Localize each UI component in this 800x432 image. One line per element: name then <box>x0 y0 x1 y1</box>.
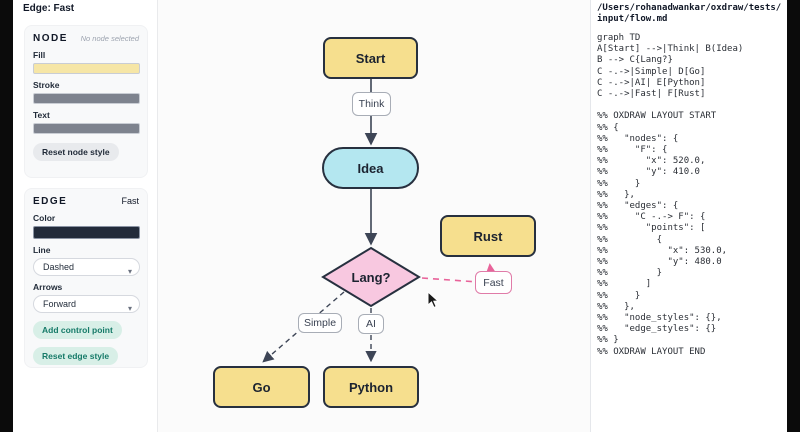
selected-edge-status: Edge: Fast <box>23 3 75 14</box>
add-control-point-button[interactable]: Add control point <box>33 321 122 339</box>
node-python[interactable]: Python <box>323 366 419 408</box>
reset-node-style-button[interactable]: Reset node style <box>33 143 119 161</box>
arrows-value: Forward <box>43 299 77 309</box>
node-panel-title: NODE <box>33 33 68 44</box>
edge-label-ai[interactable]: AI <box>358 314 384 334</box>
stroke-label: Stroke <box>33 80 60 90</box>
diagram-canvas[interactable]: Start Idea Lang? Rust Go Python Think Si… <box>158 0 590 432</box>
edge-label-think[interactable]: Think <box>352 92 391 116</box>
line-style-select[interactable]: Dashed ▾ <box>33 258 140 276</box>
edge-panel-badge: Fast <box>121 196 139 206</box>
arrows-label: Arrows <box>33 282 63 292</box>
chevron-down-icon: ▾ <box>127 304 132 313</box>
node-style-panel: NODE No node selected Fill Stroke Text R… <box>24 25 148 178</box>
node-label: Idea <box>357 160 384 176</box>
node-go[interactable]: Go <box>213 366 310 408</box>
node-rust[interactable]: Rust <box>440 215 536 257</box>
arrows-select[interactable]: Forward ▾ <box>33 295 140 313</box>
node-label: Go <box>252 379 271 395</box>
reset-edge-style-button[interactable]: Reset edge style <box>33 347 119 365</box>
diamond-shape <box>321 246 421 308</box>
letterbox-right <box>787 0 800 432</box>
edge-panel-title: EDGE <box>33 196 68 207</box>
mermaid-source-code: graph TD A[Start] -->|Think| B(Idea) B -… <box>597 33 744 357</box>
line-style-value: Dashed <box>43 262 75 272</box>
node-lang[interactable]: Lang? <box>321 246 421 308</box>
edge-label-text: Think <box>358 98 385 110</box>
edge-color-label: Color <box>33 213 56 223</box>
edge-label-fast-selected[interactable]: Fast <box>475 271 512 294</box>
source-code-panel[interactable]: /Users/rohanadwankar/oxdraw/tests/input/… <box>590 0 787 432</box>
fill-color-swatch[interactable] <box>33 63 140 74</box>
mouse-cursor-icon <box>427 291 440 309</box>
chevron-down-icon: ▾ <box>127 267 132 276</box>
edge-label-text: Simple <box>303 317 337 329</box>
node-selection-status: No node selected <box>80 34 139 43</box>
node-label: Python <box>348 379 394 395</box>
edge-color-swatch[interactable] <box>33 226 140 239</box>
node-label: Lang? <box>351 269 391 285</box>
file-path: /Users/rohanadwankar/oxdraw/tests/input/… <box>597 3 782 24</box>
stroke-color-swatch[interactable] <box>33 93 140 104</box>
text-color-swatch[interactable] <box>33 123 140 134</box>
line-label: Line <box>33 245 51 255</box>
edge-label-text: AI <box>366 318 376 330</box>
node-label: Start <box>355 50 386 66</box>
edge-style-panel: EDGE Fast Color Line Dashed ▾ Arrows For… <box>24 188 148 368</box>
node-idea[interactable]: Idea <box>322 147 419 189</box>
style-sidebar: Edge: Fast NODE No node selected Fill St… <box>13 0 158 432</box>
node-label: Rust <box>473 228 503 244</box>
letterbox-left <box>0 0 13 432</box>
edge-label-text: Fast <box>483 276 504 289</box>
node-start[interactable]: Start <box>323 37 418 79</box>
edge-label-simple[interactable]: Simple <box>298 313 342 333</box>
text-label: Text <box>33 110 50 120</box>
fill-label: Fill <box>33 50 46 60</box>
